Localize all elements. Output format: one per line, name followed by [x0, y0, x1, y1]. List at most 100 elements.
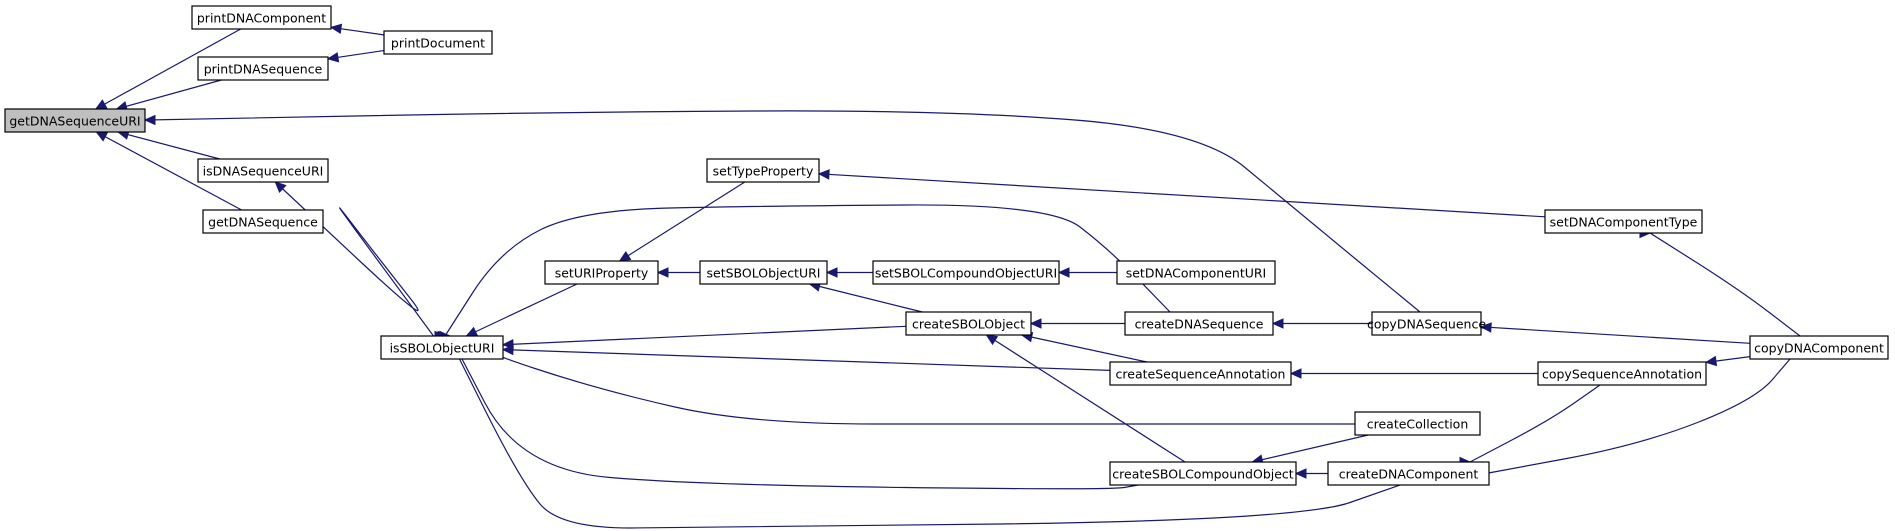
node-box[interactable]	[197, 158, 329, 183]
node-box[interactable]	[383, 30, 493, 55]
arrowhead-setURIProperty-to-isSBOLObjectURI	[465, 326, 479, 337]
edge-createSequenceAnnotation-to-isSBOLObjectURI	[502, 349, 1111, 371]
node-createSBOLCompoundObject[interactable]: createSBOLCompoundObject	[1109, 461, 1297, 486]
node-box[interactable]	[380, 335, 504, 360]
arrowhead-createSBOLCompoundObject-to-createSBOLObject	[985, 334, 999, 346]
node-setSBOLObjectURI[interactable]: setSBOLObjectURI	[699, 260, 828, 285]
edge-copyDNASequence-to-getDNASequenceURI	[145, 110, 1421, 313]
node-setDNAComponentURI[interactable]: setDNAComponentURI	[1116, 260, 1276, 285]
node-label: copyDNASequence	[1367, 317, 1486, 332]
node-box[interactable]	[191, 5, 332, 30]
node-createSequenceAnnotation[interactable]: createSequenceAnnotation	[1109, 361, 1292, 386]
edge-createDNASequence-to-isSBOLObjectURI	[444, 204, 1171, 337]
arrowhead-printDNAComponent-to-getDNASequenceURI	[94, 99, 108, 110]
arrowhead-setTypeProperty-to-setURIProperty	[618, 250, 632, 262]
edge-createSBOLCompoundObject-to-isSBOLObjectURI	[449, 335, 1139, 490]
edge-printDNASequence-to-getDNASequenceURI	[116, 79, 222, 110]
node-createSBOLObject[interactable]: createSBOLObject	[905, 311, 1032, 336]
node-label: copySequenceAnnotation	[1542, 367, 1702, 382]
arrowhead-isSBOLObjectURI-to-isDNASequenceURI	[274, 181, 287, 194]
edge-setTypeProperty-to-setURIProperty	[619, 181, 746, 262]
edge-printDNAComponent-to-getDNASequenceURI	[95, 28, 241, 110]
node-label: createSBOLCompoundObject	[1112, 467, 1293, 482]
node-box[interactable]	[706, 158, 820, 183]
edge-copyDNAComponent-to-setDNAComponentType	[1649, 232, 1801, 337]
edge-copySequenceAnnotation-to-createDNAComponent	[1469, 384, 1601, 463]
arrowhead-createDNASequence-to-createSBOLObject	[1029, 318, 1042, 329]
arrowhead-createDNAComponent-to-createSBOLCompoundObject	[1294, 468, 1307, 479]
node-setTypeProperty[interactable]: setTypeProperty	[706, 158, 820, 183]
node-box[interactable]	[1371, 311, 1482, 336]
node-createDNAComponent[interactable]: createDNAComponent	[1327, 461, 1490, 486]
node-createDNASequence[interactable]: createDNASequence	[1124, 311, 1274, 336]
node-box[interactable]	[1354, 411, 1481, 436]
node-box[interactable]	[1116, 260, 1276, 285]
edge-setDNAComponentType-to-setTypeProperty	[818, 173, 1546, 218]
node-label: createSequenceAnnotation	[1116, 367, 1286, 382]
node-setSBOLCompoundObjectURI[interactable]: setSBOLCompoundObjectURI	[872, 260, 1060, 285]
node-label: setURIProperty	[555, 266, 649, 281]
node-label: getDNASequenceURI	[9, 114, 140, 129]
node-box[interactable]	[1327, 461, 1490, 486]
node-label: printDNAComponent	[197, 11, 326, 26]
node-label: createDNAComponent	[1339, 467, 1479, 482]
node-box[interactable]	[197, 56, 329, 81]
node-box[interactable]	[905, 311, 1032, 336]
arrowhead-getDNASequence-to-getDNASequenceURI	[95, 131, 109, 142]
node-getDNASequenceURI[interactable]: getDNASequenceURI	[4, 108, 146, 133]
node-printDNAComponent[interactable]: printDNAComponent	[191, 5, 332, 30]
node-box[interactable]	[699, 260, 828, 285]
node-label: setTypeProperty	[713, 164, 814, 179]
node-box[interactable]	[4, 108, 146, 133]
edge-createDNAComponent-to-isSBOLObjectURI	[447, 335, 1401, 529]
node-copyDNASequence[interactable]: copyDNASequence	[1367, 311, 1486, 336]
node-getDNASequence[interactable]: getDNASequence	[202, 209, 324, 234]
node-setDNAComponentType[interactable]: setDNAComponentType	[1544, 209, 1703, 234]
arrowhead-setDNAComponentURI-to-setSBOLCompoundObjectURI	[1057, 267, 1070, 278]
edge-createSBOLCompoundObject-to-createSBOLObject	[986, 334, 1186, 463]
node-isDNASequenceURI[interactable]: isDNASequenceURI	[197, 158, 329, 183]
node-copySequenceAnnotation[interactable]: copySequenceAnnotation	[1537, 361, 1707, 386]
node-label: isDNASequenceURI	[203, 164, 324, 179]
node-label: getDNASequence	[208, 215, 318, 230]
arrowhead-printDocument-to-printDNASequence	[326, 52, 340, 63]
node-label: setDNAComponentURI	[1126, 266, 1267, 281]
arrowhead-copyDNASequence-to-createDNASequence	[1271, 318, 1284, 329]
node-isSBOLObjectURI[interactable]: isSBOLObjectURI	[380, 335, 504, 360]
node-box[interactable]	[1537, 361, 1707, 386]
node-label: createDNASequence	[1135, 317, 1264, 332]
node-setURIProperty[interactable]: setURIProperty	[544, 260, 659, 285]
nodes-layer: getDNASequenceURI printDNAComponent printD…	[4, 5, 1889, 486]
edge-setURIProperty-to-isSBOLObjectURI	[466, 283, 578, 337]
node-copyDNAComponent[interactable]: copyDNAComponent	[1749, 335, 1889, 360]
node-printDocument[interactable]: printDocument	[383, 30, 493, 55]
node-box[interactable]	[1109, 461, 1297, 486]
node-label: setSBOLObjectURI	[707, 266, 821, 281]
node-box[interactable]	[1109, 361, 1292, 386]
node-label: setSBOLCompoundObjectURI	[875, 266, 1057, 281]
edge-createSBOLObject-to-isSBOLObjectURI	[502, 325, 907, 346]
arrowhead-createSequenceAnnotation-to-isSBOLObjectURI	[501, 344, 514, 356]
arrowhead-printDocument-to-printDNAComponent	[329, 23, 343, 35]
arrowhead-copyDNASequence-to-getDNASequenceURI	[143, 114, 156, 126]
arrowhead-copyDNAComponent-to-copySequenceAnnotation	[1704, 355, 1718, 367]
node-box[interactable]	[1749, 335, 1889, 360]
node-box[interactable]	[202, 209, 324, 234]
arrowhead-setDNAComponentType-to-setTypeProperty	[817, 169, 830, 180]
node-label: copyDNAComponent	[1754, 341, 1884, 356]
arrowhead-setSBOLObjectURI-to-setURIProperty	[656, 267, 669, 278]
edge-createSequenceAnnotation-to-createSBOLObject	[1021, 334, 1148, 363]
node-createCollection[interactable]: createCollection	[1354, 411, 1481, 436]
node-box[interactable]	[544, 260, 659, 285]
node-label: printDNASequence	[204, 62, 323, 77]
edge-createSBOLObject-to-setSBOLObjectURI	[809, 283, 923, 313]
edge-copyDNAComponent-to-createDNAComponent	[1487, 358, 1791, 474]
node-box[interactable]	[1124, 311, 1274, 336]
edge-createCollection-to-createSBOLCompoundObject	[1252, 434, 1369, 463]
node-box[interactable]	[1544, 209, 1703, 234]
node-printDNASequence[interactable]: printDNASequence	[197, 56, 329, 81]
arrowhead-copySequenceAnnotation-to-createSequenceAnnotation	[1289, 368, 1302, 379]
node-box[interactable]	[872, 260, 1060, 285]
